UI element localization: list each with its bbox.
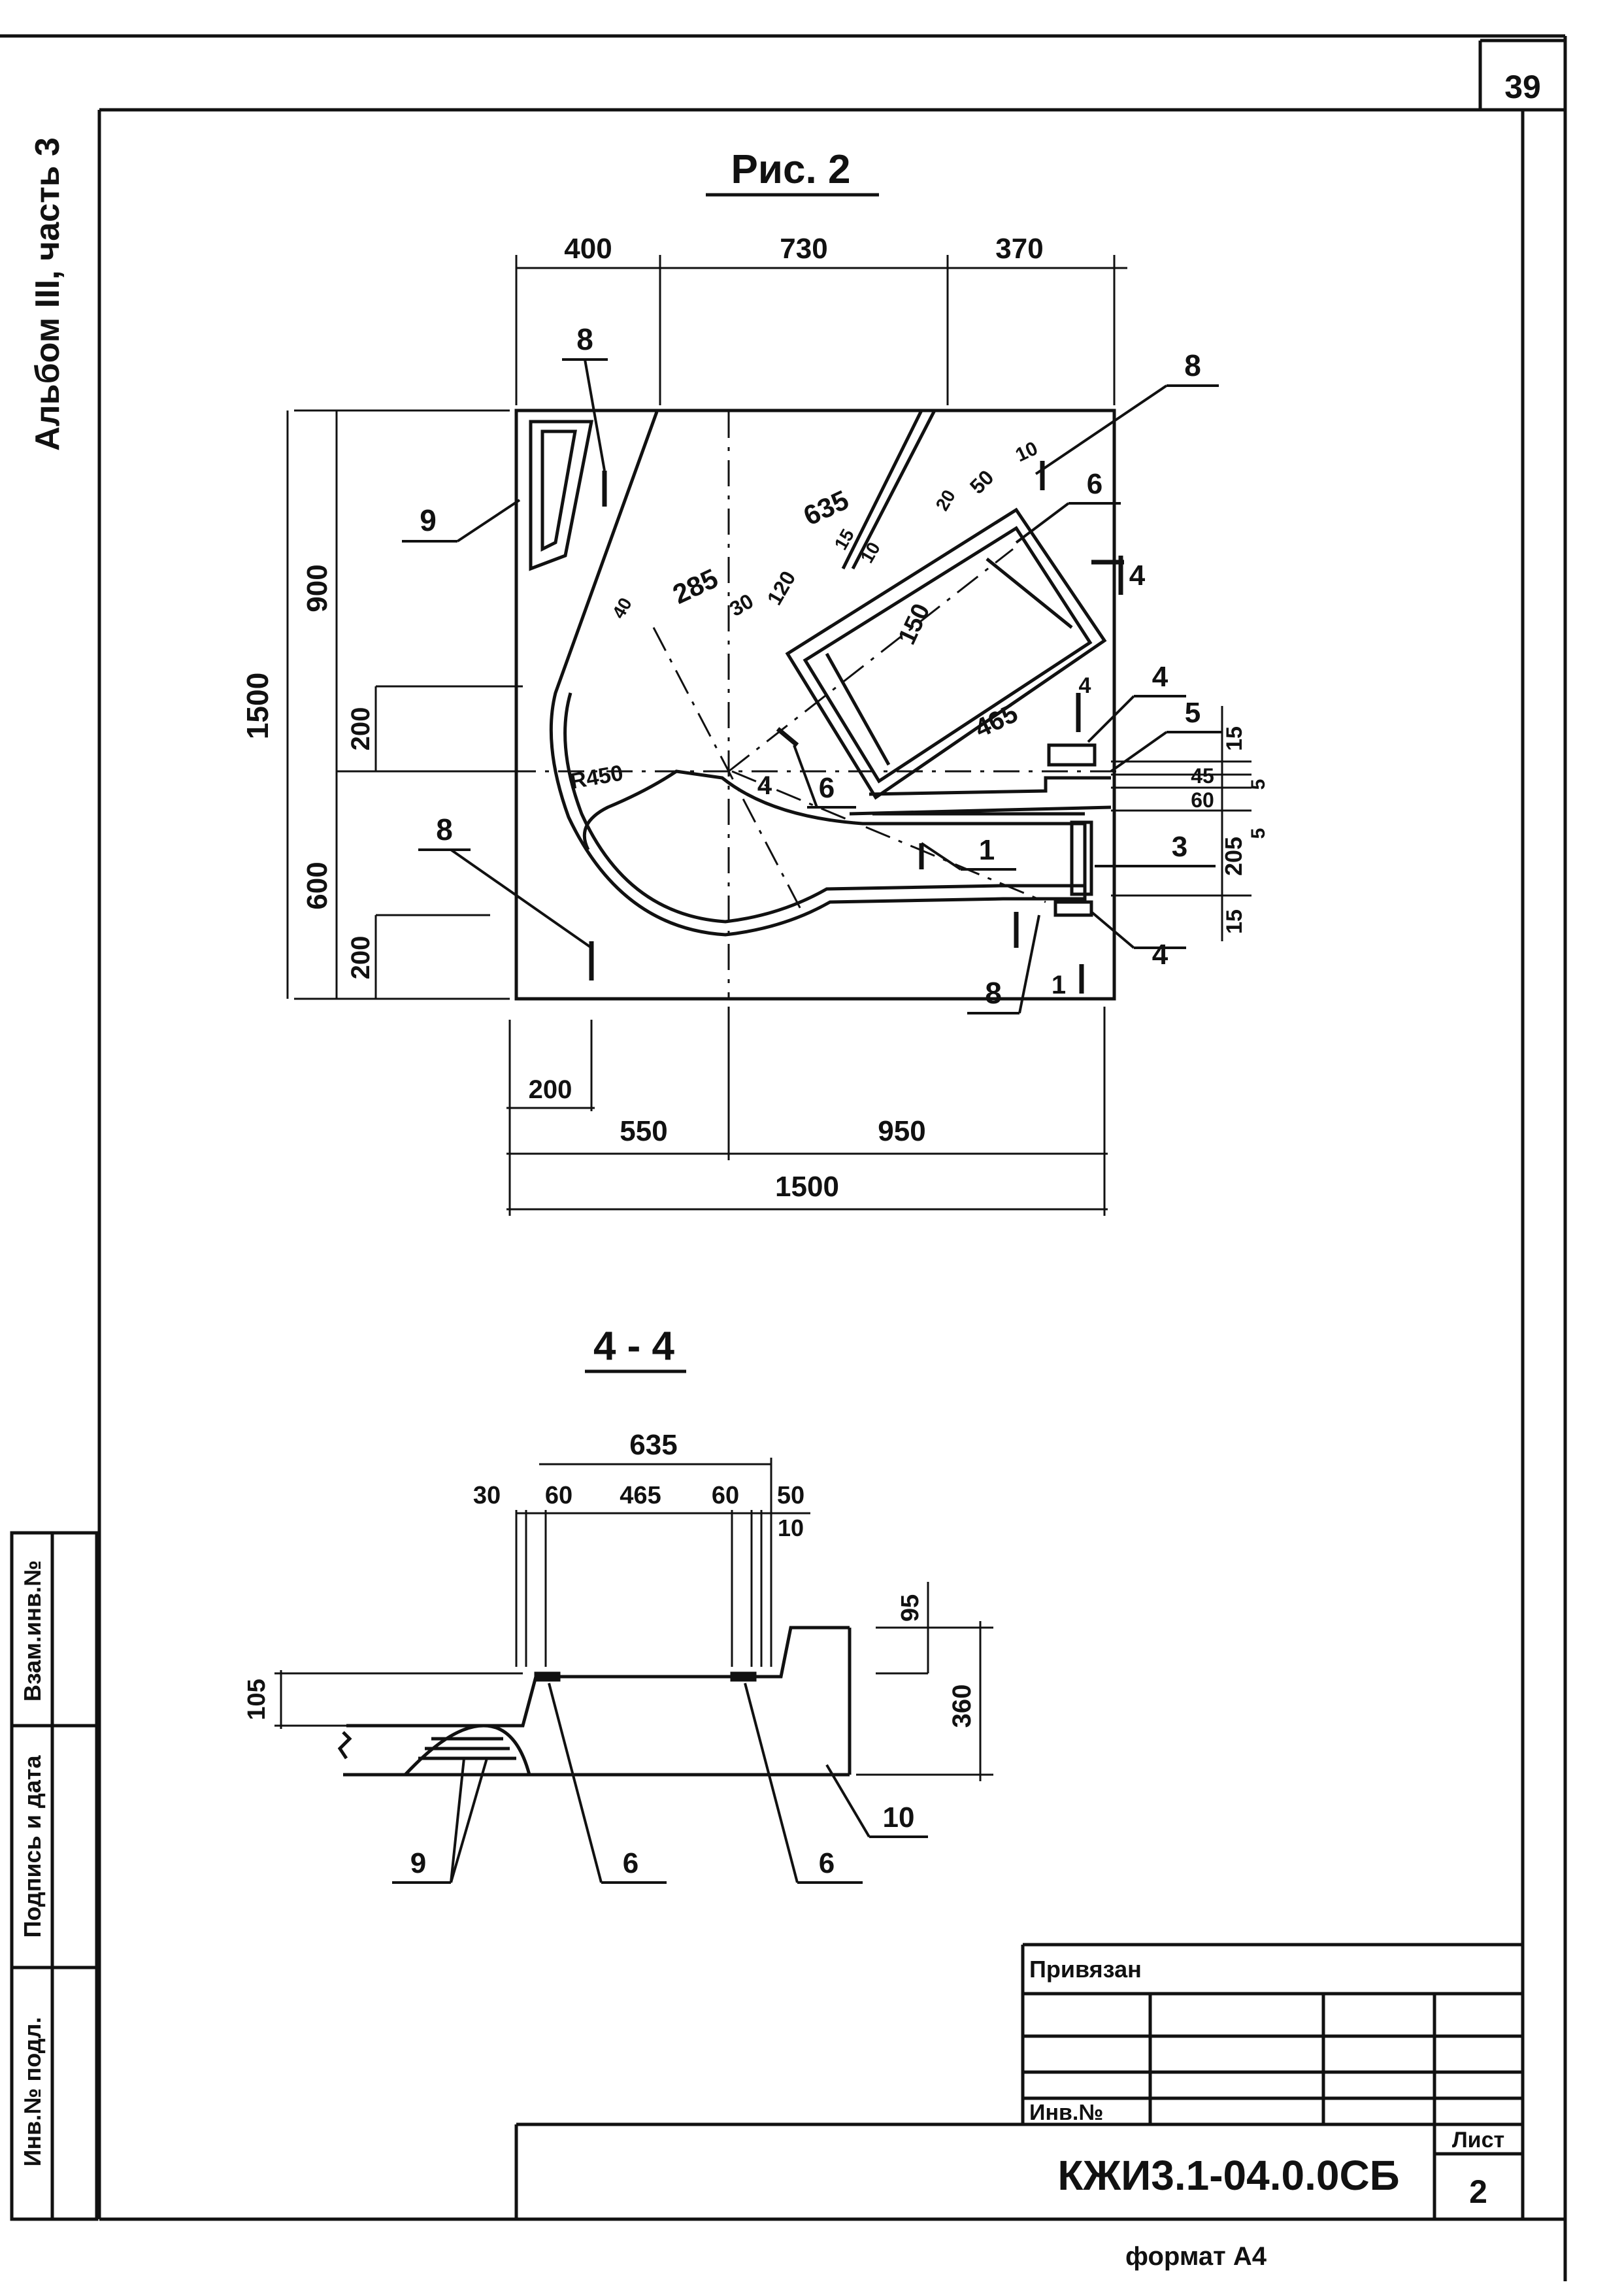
section-dim-95: 95 <box>897 1594 924 1622</box>
section-dim-10: 10 <box>778 1515 804 1541</box>
callout-4-bottom: 4 <box>1152 939 1168 971</box>
format-label: формат А4 <box>1125 2242 1267 2271</box>
dim-left-900: 900 <box>301 564 333 612</box>
dim-lines-bottom <box>506 1007 1108 1216</box>
section-dim-360: 360 <box>948 1684 976 1728</box>
dim-left-600: 600 <box>301 862 333 909</box>
dim-inner-20: 20 <box>932 486 959 514</box>
dim-inner-40: 40 <box>608 594 636 622</box>
section-dim-lines <box>274 1458 993 1781</box>
section-dim-465: 465 <box>620 1482 661 1509</box>
dim-inner-635: 635 <box>799 484 853 531</box>
dim-left-1500: 1500 <box>240 673 274 739</box>
dim-inner-465: 465 <box>970 699 1022 743</box>
section-outline <box>337 1626 852 1777</box>
callout-1-bottom: 1 <box>1052 971 1066 999</box>
block-outline <box>514 409 1116 1001</box>
callout-6-center: 6 <box>819 772 835 804</box>
section-dim-60-a: 60 <box>545 1482 572 1509</box>
dim-right-5-a: 5 <box>1248 779 1269 790</box>
callout-4-right: 4 <box>1152 661 1168 693</box>
sheet-number: 2 <box>1469 2173 1487 2210</box>
dim-right-205: 205 <box>1220 837 1247 876</box>
dim-left-200-a: 200 <box>346 707 375 751</box>
dim-inner-r450: R450 <box>569 760 625 794</box>
sheet-frame <box>0 34 1567 2281</box>
section-callout-6-a: 6 <box>623 1847 638 1879</box>
callout-5: 5 <box>1185 697 1201 729</box>
dim-lines-top <box>515 255 1127 405</box>
stamp-podpis-data: Подпись и дата <box>19 1755 46 1938</box>
dim-inner-10-b: 10 <box>1012 437 1041 466</box>
doc-code: КЖИ3.1-04.0.0СБ <box>1057 2152 1399 2199</box>
dim-inner-30: 30 <box>725 589 757 621</box>
page-number: 39 <box>1504 69 1541 105</box>
dim-top-370: 370 <box>995 233 1043 265</box>
dim-lines-right <box>1111 706 1251 941</box>
stamp-inv-podl: Инв.№ подл. <box>19 2017 46 2167</box>
figure-title: Рис. 2 <box>731 147 851 192</box>
callout-4-top: 4 <box>1129 560 1146 592</box>
side-stamp: Инв.№ подл. Подпись и дата Взам.инв.№ <box>10 1531 99 2221</box>
dim-bottom-550: 550 <box>620 1115 667 1147</box>
callout-4-center: 4 <box>757 771 772 800</box>
section-dim-50: 50 <box>777 1482 804 1509</box>
dim-inner-10-a: 10 <box>857 539 884 566</box>
section-callout-10: 10 <box>883 1801 915 1834</box>
dim-inner-50: 50 <box>965 465 999 499</box>
section-view: 4 - 4 <box>243 1324 993 1884</box>
stamp-vzam-inv: Взам.инв.№ <box>19 1560 46 1701</box>
dim-bottom-200: 200 <box>529 1075 572 1104</box>
leaders <box>402 358 1222 1014</box>
callout-8-b: 8 <box>1184 348 1201 382</box>
dim-right-15-top: 15 <box>1222 726 1247 751</box>
callout-8-d: 8 <box>985 976 1002 1010</box>
callout-8-c: 8 <box>436 812 453 846</box>
callout-9: 9 <box>420 503 437 537</box>
dim-right-15-bottom: 15 <box>1222 909 1247 934</box>
sheet-label: Лист <box>1452 2128 1504 2153</box>
dim-right-5-b: 5 <box>1248 828 1269 839</box>
callout-1-channel: 1 <box>979 834 995 866</box>
dim-bottom-950: 950 <box>878 1115 925 1147</box>
dim-top-400: 400 <box>564 233 612 265</box>
callout-3: 3 <box>1172 831 1187 863</box>
inv-label: Инв.№ <box>1029 2100 1103 2125</box>
section-title: 4 - 4 <box>593 1324 675 1369</box>
dim-bottom-1500: 1500 <box>775 1171 839 1203</box>
dim-right-45: 45 <box>1191 764 1214 788</box>
dim-right-60: 60 <box>1191 788 1214 812</box>
plan-view: Рис. 2 <box>240 147 1269 1216</box>
callout-4-center-b: 4 <box>1079 673 1091 698</box>
section-dim-105: 105 <box>243 1679 271 1720</box>
dim-lines-left <box>286 409 523 1000</box>
section-callout-6-b: 6 <box>819 1847 835 1879</box>
dim-inner-150: 150 <box>893 599 936 648</box>
bound-label: Привязан <box>1029 1956 1142 1983</box>
section-callout-9: 9 <box>410 1847 426 1879</box>
dim-left-200-b: 200 <box>346 936 375 980</box>
dim-inner-120: 120 <box>763 567 801 609</box>
callout-8-a: 8 <box>576 322 593 356</box>
section-dim-635: 635 <box>629 1429 677 1461</box>
section-dim-60-b: 60 <box>712 1482 739 1509</box>
section-leaders <box>392 1683 928 1884</box>
dim-top-730: 730 <box>780 233 827 265</box>
album-label: Альбом III, часть 3 <box>29 137 67 451</box>
centerlines <box>510 412 1124 1000</box>
section-dim-30: 30 <box>473 1482 501 1509</box>
title-block: Привязан Инв.№ КЖИ3.1-04.0.0СБ Лист 2 <box>514 1943 1523 2219</box>
dim-inner-285: 285 <box>668 563 722 610</box>
callout-6-top: 6 <box>1087 468 1102 500</box>
